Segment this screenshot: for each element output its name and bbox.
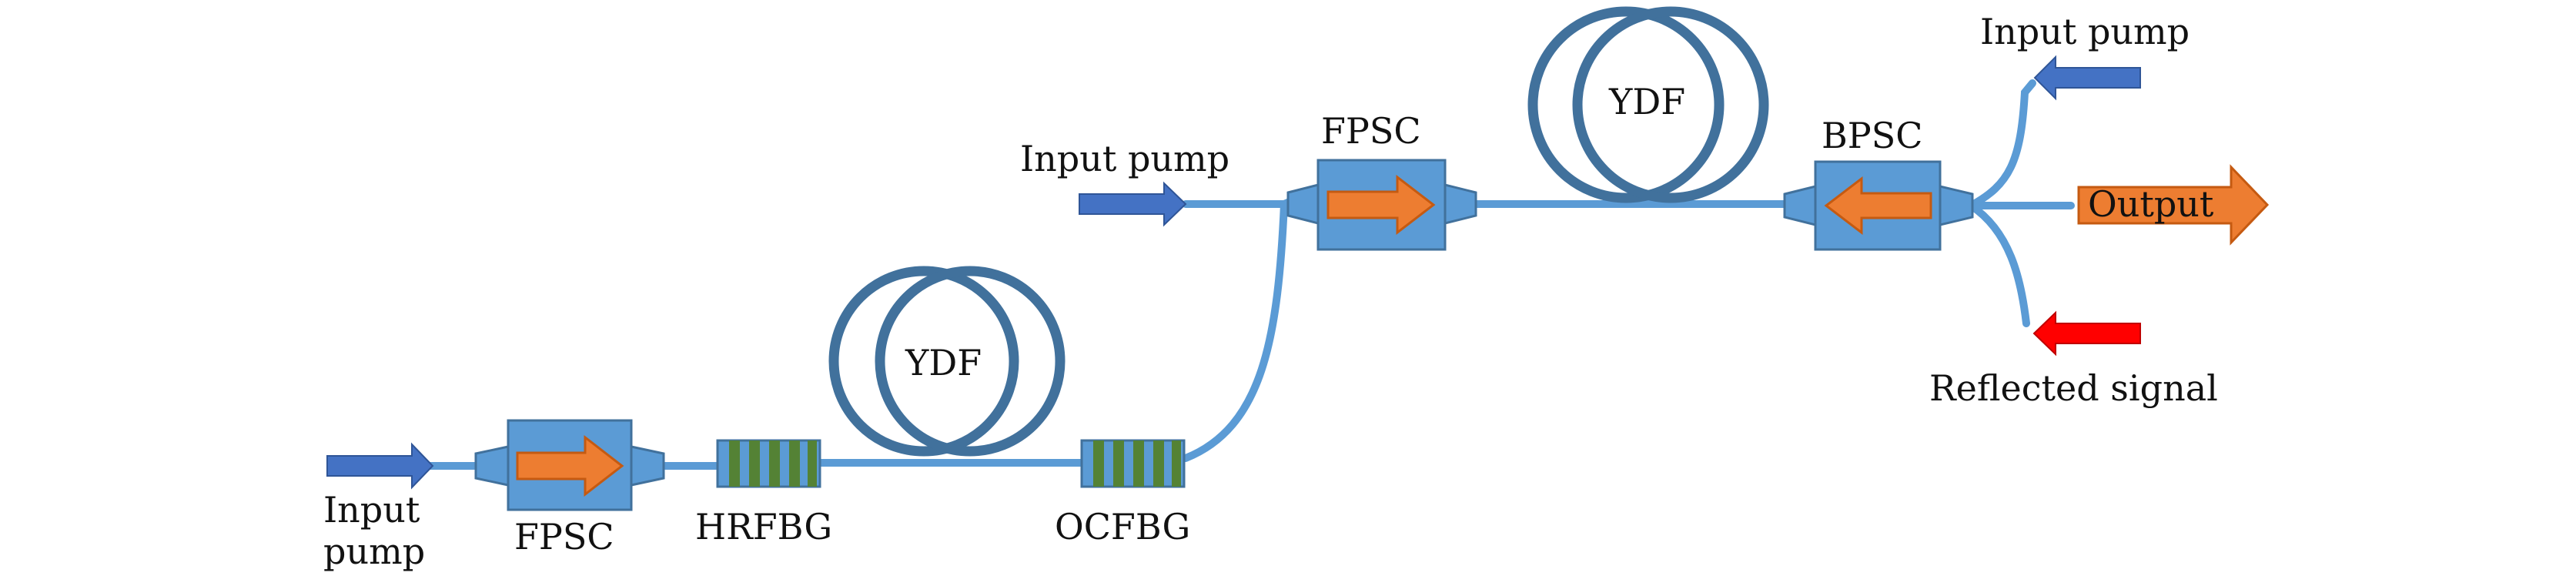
input-pump-mid-label: Input pump xyxy=(1020,138,1229,179)
ocfbg-label: OCFBG xyxy=(1055,506,1190,548)
ydf-1-coil xyxy=(828,266,1066,457)
input-pump-left-label-line1: Input xyxy=(323,489,420,531)
fpsc-1-forward-arrow-icon xyxy=(516,434,624,497)
reflected-signal-label: Reflected signal xyxy=(1929,367,2218,409)
bpsc-label: BPSC xyxy=(1822,115,1922,156)
hrfbg-grating xyxy=(716,439,821,488)
ydf-1-label: YDF xyxy=(905,342,982,383)
fpsc-1-label: FPSC xyxy=(514,516,614,558)
ydf-2-label: YDF xyxy=(1608,81,1685,122)
reflected-signal-arrow-icon xyxy=(2032,310,2141,357)
fiber-reflected-branch xyxy=(1967,202,2030,327)
input-pump-left-arrow-icon xyxy=(326,442,434,490)
bpsc-backward-arrow-icon xyxy=(1824,176,1932,236)
fpsc-2-forward-arrow-icon xyxy=(1326,174,1436,236)
fpsc-2-label: FPSC xyxy=(1321,110,1421,152)
input-pump-left-label-line2: pump xyxy=(323,531,425,572)
ydf-2-coil xyxy=(1527,6,1769,203)
fpsc-1-combiner xyxy=(474,419,665,511)
input-pump-mid-arrow-icon xyxy=(1079,181,1187,227)
output-label: Output xyxy=(2088,183,2214,225)
output-arrow-icon xyxy=(2077,164,2270,246)
input-pump-right-label: Input pump xyxy=(1980,11,2190,52)
fiber-lines xyxy=(423,79,2075,470)
hrfbg-label: HRFBG xyxy=(695,506,832,548)
fiber-right-pump-branch xyxy=(1967,79,2036,209)
input-pump-right-arrow-icon xyxy=(2033,55,2141,101)
fpsc-2-combiner xyxy=(1286,159,1477,251)
fiber-ocfbg-to-fpsc2 xyxy=(1182,198,1293,462)
bpsc-combiner xyxy=(1783,160,1974,251)
ocfbg-grating xyxy=(1080,439,1186,488)
